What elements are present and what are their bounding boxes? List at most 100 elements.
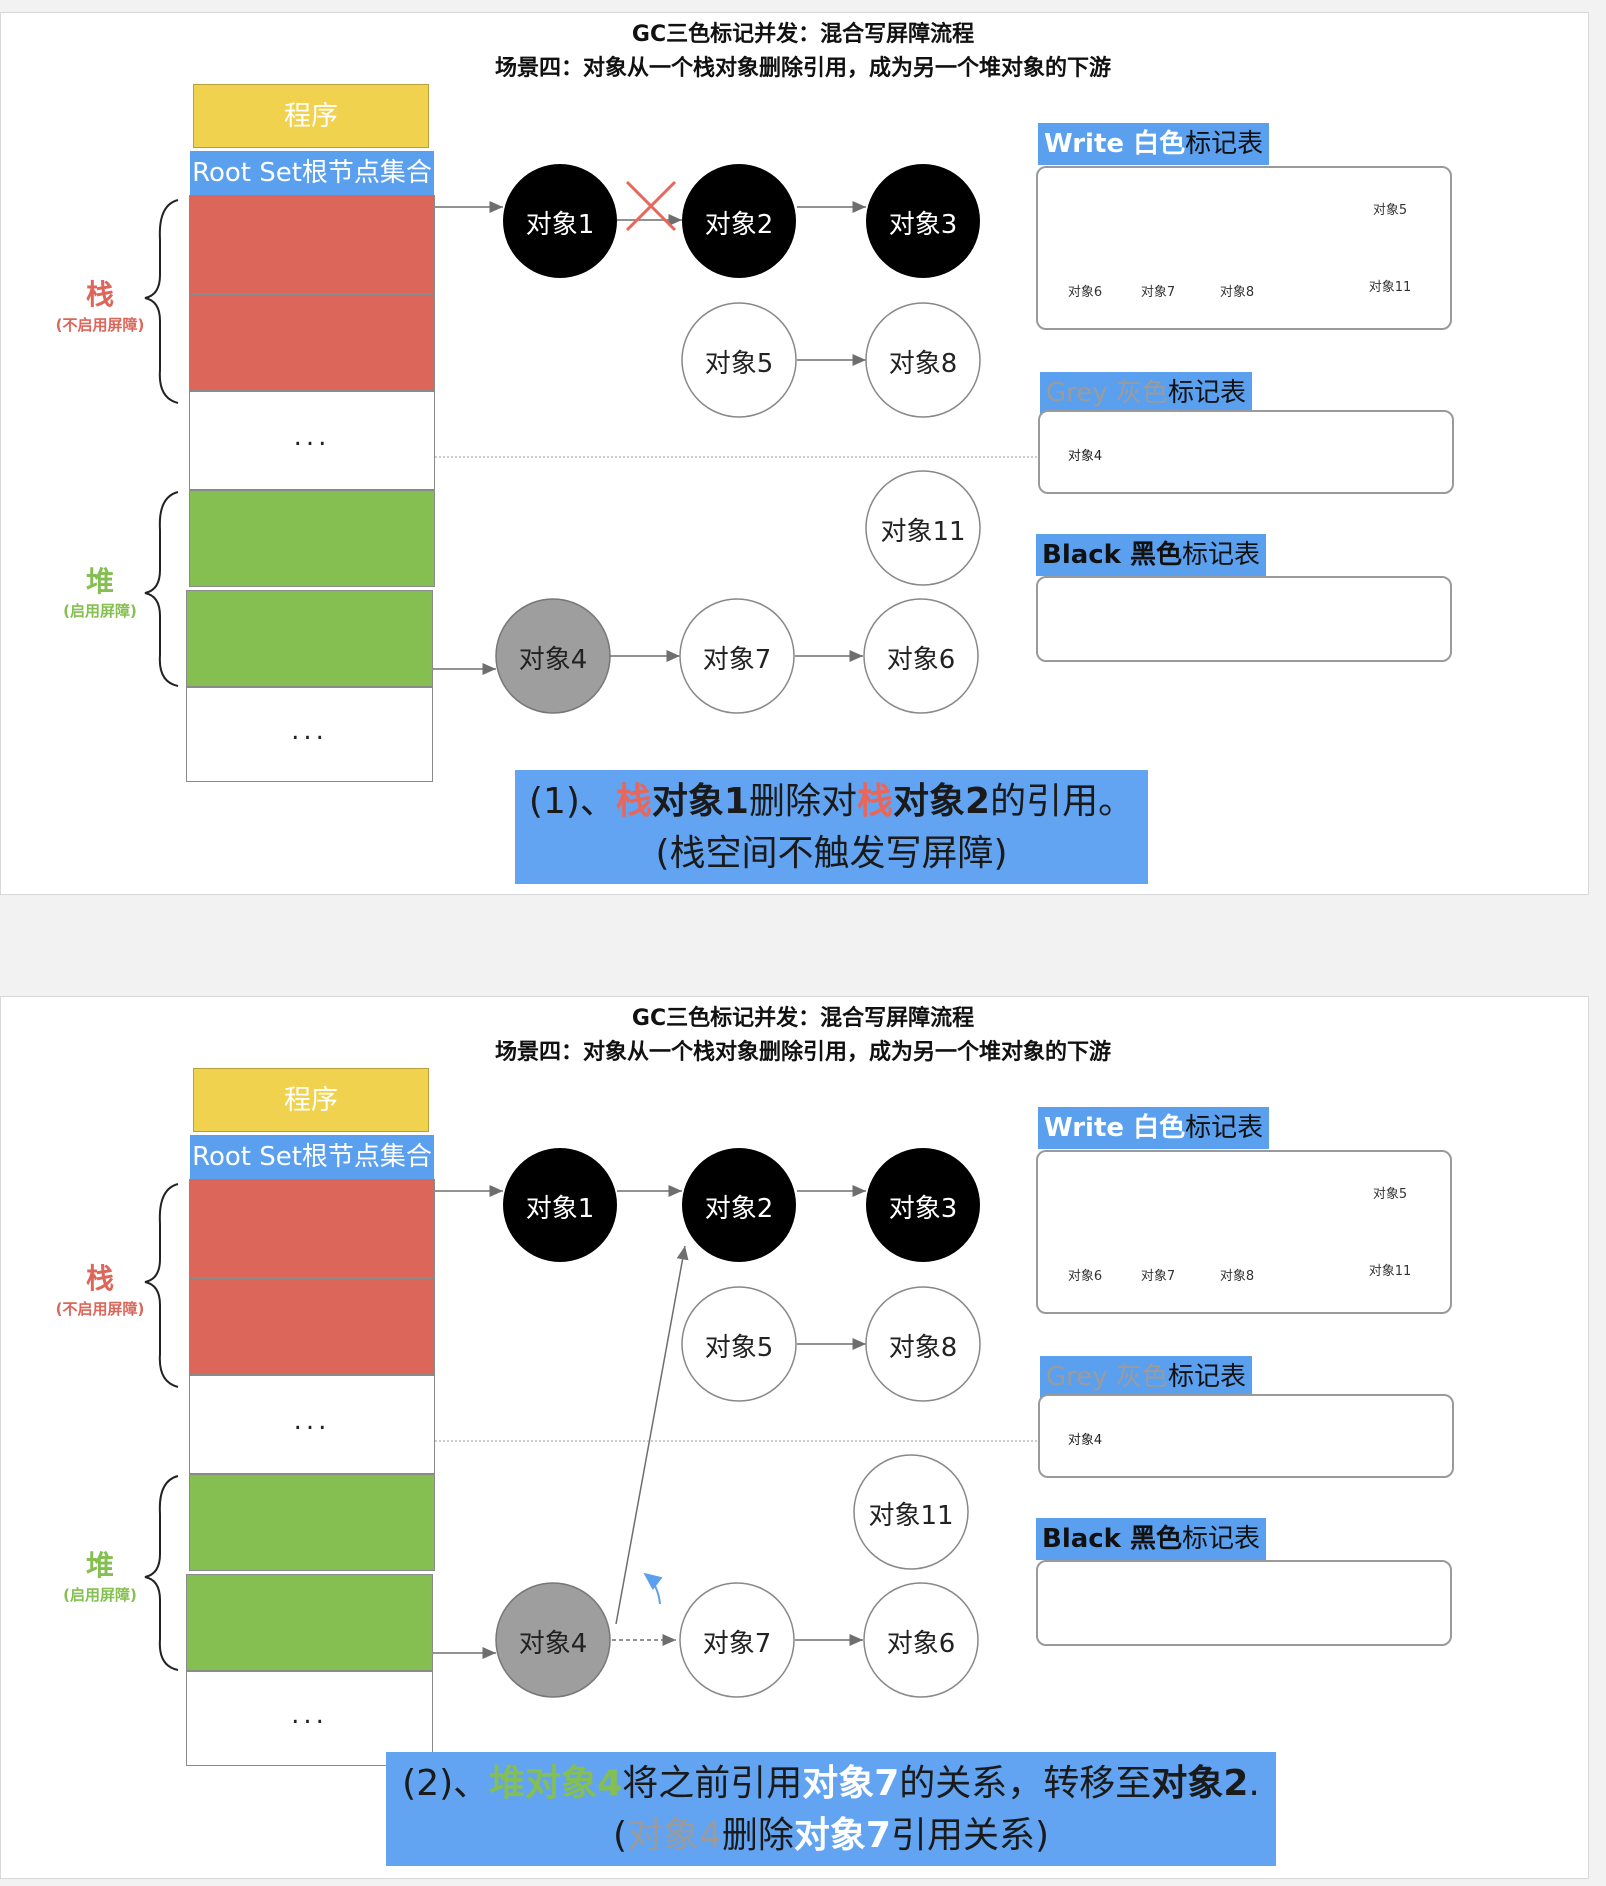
white-table-header: Write 白色标记表	[1038, 123, 1270, 165]
node-obj2	[682, 1148, 796, 1262]
heap-ellipsis-cell: ...	[186, 1671, 433, 1766]
stack-cell	[189, 195, 435, 294]
caption-transfer-text-2: 的关系，转移至	[899, 1763, 1152, 1804]
node-obj6-label: 对象6	[886, 1629, 956, 1659]
node-obj6	[863, 1582, 979, 1698]
white-table-header: Write 白色标记表	[1038, 1107, 1270, 1149]
step-caption: (1)、栈对象1删除对栈对象2的引用。 (栈空间不触发写屏障)	[515, 770, 1148, 884]
node-obj5-label: 对象5	[704, 1333, 774, 1363]
stack-cell	[189, 1179, 435, 1278]
grey-table-header-en: Grey	[1046, 378, 1116, 408]
node-obj6-label: 对象6	[886, 645, 956, 675]
stack-note: (不启用屏障)	[55, 316, 145, 334]
white-item-obj11-label: 对象11	[1368, 1264, 1412, 1279]
node-obj6	[863, 598, 979, 714]
node-obj7	[679, 598, 795, 714]
grey-item-obj4-label: 对象4	[1067, 449, 1103, 464]
node-obj4	[495, 1582, 611, 1698]
grey-table-box	[1038, 1394, 1454, 1478]
node-obj2	[682, 164, 796, 278]
grey-table-header: Grey 灰色标记表	[1040, 1356, 1252, 1398]
node-obj8-label: 对象8	[888, 1333, 958, 1363]
heap-cell	[189, 490, 435, 587]
black-table-header-cn: 黑色	[1130, 540, 1183, 570]
node-obj11	[865, 470, 981, 586]
node-obj4-label: 对象4	[518, 1629, 588, 1659]
heap-note: (启用屏障)	[63, 1586, 137, 1604]
node-obj11-label: 对象11	[880, 517, 966, 547]
white-item-obj7-label: 对象7	[1140, 285, 1176, 300]
black-item-obj3-label: 对象3	[1216, 1598, 1252, 1613]
white-item-obj5-label: 对象5	[1372, 203, 1408, 218]
caption-delete-text: 删除	[721, 1815, 794, 1856]
white-item-obj7-label: 对象7	[1140, 1269, 1176, 1284]
node-obj2-label: 对象2	[704, 1194, 774, 1224]
stack-brace	[144, 199, 179, 404]
node-obj1-label: 对象1	[525, 210, 595, 240]
grey-item-obj4-label: 对象4	[1067, 1433, 1103, 1448]
heap-label: 堆	[85, 565, 114, 598]
caption-obj7: 对象7	[802, 1763, 900, 1804]
caption-heap-obj4: 堆对象4	[489, 1763, 623, 1804]
node-obj1	[503, 1148, 617, 1262]
grey-table-header-cn: 灰色	[1115, 1362, 1168, 1392]
caption-obj4: 对象4	[627, 1815, 722, 1856]
stack-ellipsis-cell: ...	[189, 1375, 435, 1474]
grey-table-header: Grey 灰色标记表	[1040, 372, 1252, 414]
heap-brace	[144, 1475, 179, 1671]
heap-ellipsis-cell: ...	[186, 687, 433, 782]
diagram-subtitle: 场景四：对象从一个栈对象删除引用，成为另一个堆对象的下游	[494, 1040, 1111, 1065]
heap-cell	[189, 1474, 435, 1571]
node-obj7-label: 对象7	[702, 645, 772, 675]
black-item-obj2-label: 对象2	[1140, 1598, 1176, 1613]
grey-table-header-suffix: 标记表	[1167, 1362, 1246, 1392]
grey-table-header-suffix: 标记表	[1167, 378, 1246, 408]
black-table-header-en: Black	[1042, 1524, 1131, 1554]
program-block: 程序	[193, 84, 429, 148]
node-obj4	[495, 598, 611, 714]
edge-obj4-to-obj2-new	[615, 1245, 689, 1625]
caption-stack-word: 栈	[857, 781, 894, 822]
black-table-header: Black 黑色标记表	[1036, 534, 1267, 576]
white-table-box	[1036, 1150, 1452, 1314]
white-table-header-suffix: 标记表	[1185, 1113, 1264, 1143]
node-obj5-label: 对象5	[704, 349, 774, 379]
white-table-header-en: Write	[1044, 129, 1134, 159]
black-table-header-suffix: 标记表	[1182, 1524, 1261, 1554]
transfer-arrow-icon	[643, 1572, 663, 1605]
node-obj8	[865, 302, 981, 418]
grey-table-box	[1038, 410, 1454, 494]
node-obj8	[865, 1286, 981, 1402]
stack-ellipsis-cell: ...	[189, 391, 435, 490]
heap-brace	[144, 491, 179, 687]
root-set-label: Root Set根节点集合	[190, 151, 434, 195]
black-item-obj10-label: 对象10	[1289, 1598, 1333, 1613]
stack-cell	[189, 294, 435, 391]
caption-paren-open: (	[612, 1815, 627, 1856]
heap-label: 堆	[85, 1549, 114, 1582]
grey-table-header-en: Grey	[1046, 1362, 1116, 1392]
black-table-header-cn: 黑色	[1130, 1524, 1183, 1554]
white-item-obj8-label: 对象8	[1219, 1269, 1255, 1284]
white-item-obj6-label: 对象6	[1067, 285, 1103, 300]
caption-suffix: .	[1248, 1763, 1260, 1804]
node-obj4-label: 对象4	[518, 645, 588, 675]
stack-cell	[189, 1278, 435, 1375]
node-obj11-label: 对象11	[868, 1501, 954, 1531]
caption-obj1: 对象1	[651, 781, 749, 822]
white-item-obj6-label: 对象6	[1067, 1269, 1103, 1284]
caption-note: (栈空间不触发写屏障)	[655, 833, 1008, 874]
white-item-obj5-label: 对象5	[1372, 1187, 1408, 1202]
delete-cross-icon	[625, 180, 677, 232]
caption-prefix: (2)、	[402, 1763, 490, 1804]
node-obj7	[679, 1582, 795, 1698]
heap-note: (启用屏障)	[63, 602, 137, 620]
heap-cell	[186, 1574, 433, 1671]
caption-prefix: (1)、	[528, 781, 616, 822]
caption-obj7: 对象7	[793, 1815, 891, 1856]
white-table-box	[1036, 166, 1452, 330]
node-obj5	[681, 302, 797, 418]
white-item-obj11-label: 对象11	[1368, 280, 1412, 295]
node-obj7-label: 对象7	[702, 1629, 772, 1659]
step-caption: (2)、堆对象4将之前引用对象7的关系，转移至对象2. (对象4删除对象7引用关…	[386, 1752, 1276, 1866]
